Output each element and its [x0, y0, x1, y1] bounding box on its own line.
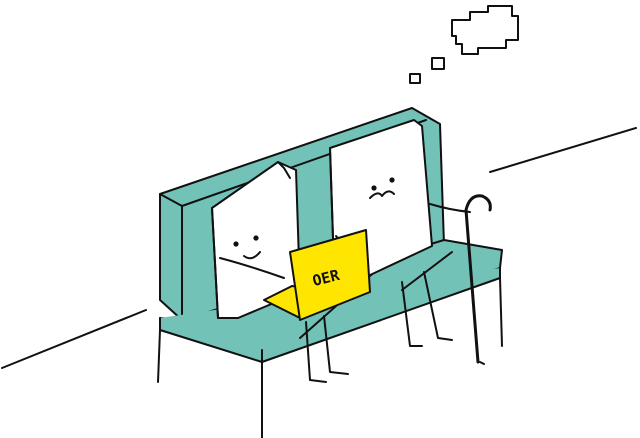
laptop: OER: [263, 229, 371, 321]
walking-cane-icon: [464, 194, 492, 365]
bench-leg: [157, 329, 161, 383]
mustache: [369, 190, 395, 199]
bench-leg: [499, 277, 503, 347]
laptop-screen: [289, 229, 371, 321]
thought-bubble-icon: [409, 5, 519, 84]
floor-lines: [1, 127, 637, 369]
